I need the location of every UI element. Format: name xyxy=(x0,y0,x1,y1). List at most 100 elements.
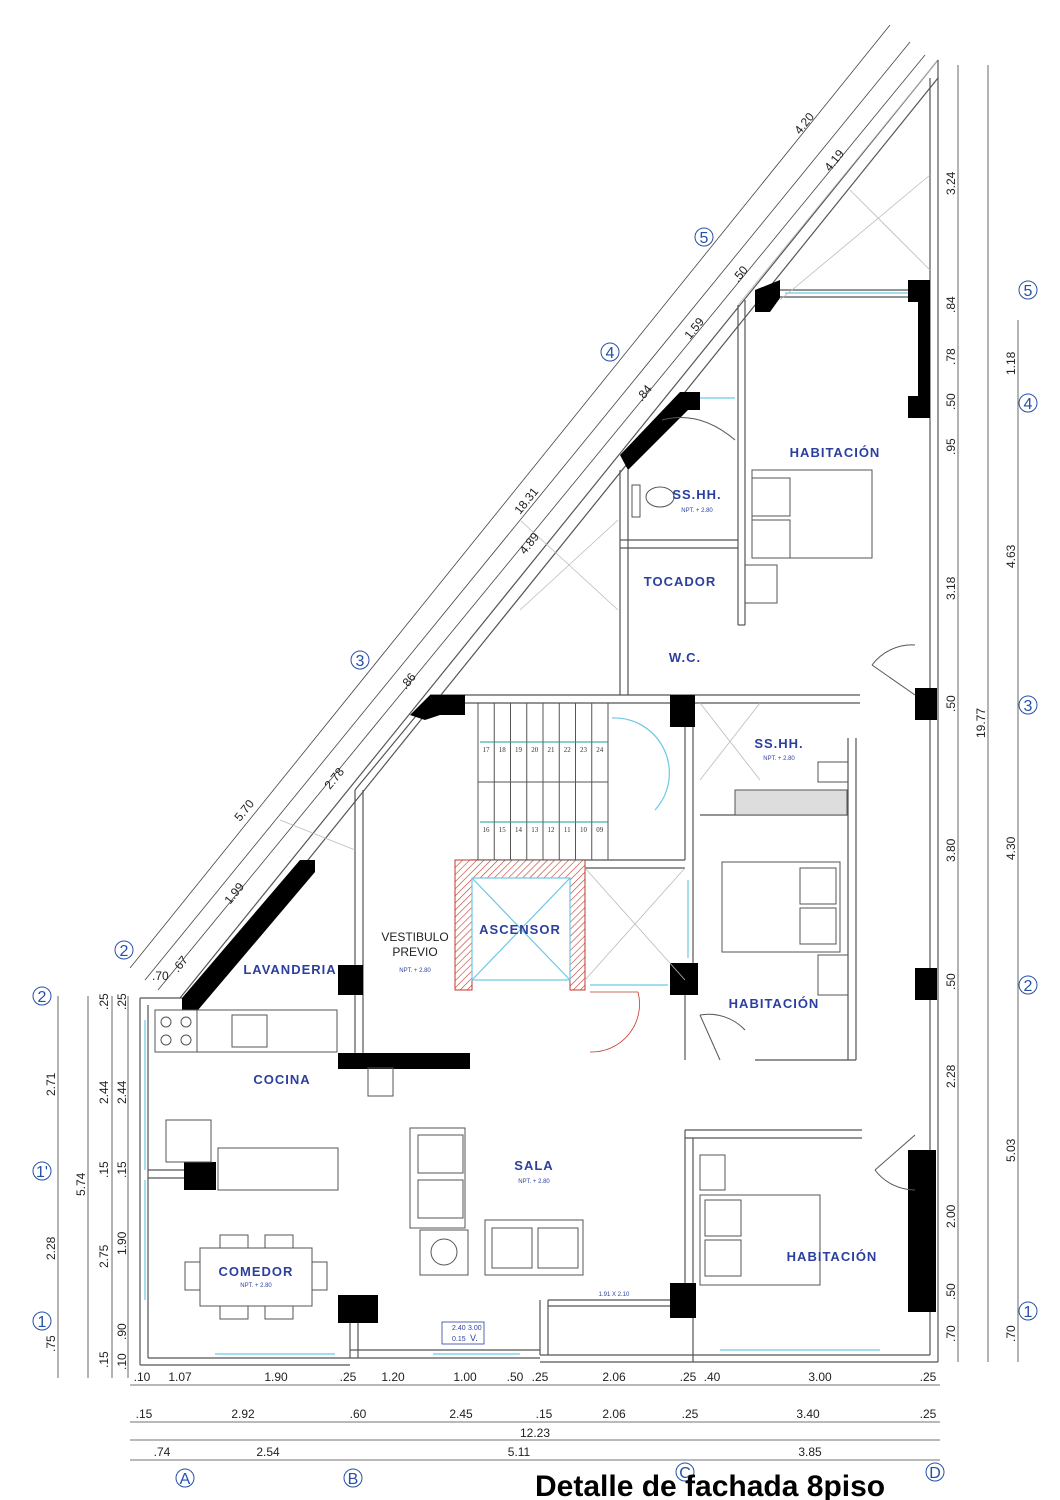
axis-diag-5: 5 xyxy=(700,230,709,247)
room-label-habitacion-top: HABITACIÓN xyxy=(790,445,881,460)
dim-right-050a: .50 xyxy=(944,393,958,410)
room-label-comedor: COMEDOR xyxy=(219,1264,294,1279)
dim-b3-total: 12.23 xyxy=(520,1426,550,1440)
bed-mid xyxy=(721,861,841,953)
dim-left-244b: 2.44 xyxy=(115,1080,129,1104)
dim-right-324: 3.24 xyxy=(944,171,958,195)
door-note: 1.91 X 2.10 xyxy=(599,1292,630,1298)
dim-diag-420: 4.20 xyxy=(791,110,817,137)
axis-right-5: 5 xyxy=(1024,283,1033,300)
dim-rr-463: 4.63 xyxy=(1004,544,1018,568)
dim-right-200: 2.00 xyxy=(944,1204,958,1228)
dim-left-190: 1.90 xyxy=(115,1231,129,1255)
diagonal-dimension-lines xyxy=(129,24,939,1005)
room-labels: HABITACIÓN SS.HH. NPT. + 2.80 TOCADOR W.… xyxy=(219,445,881,1345)
dim-left-275: 2.75 xyxy=(97,1244,111,1268)
axis-right-1: 1 xyxy=(1024,1304,1033,1321)
axis-markers: 5 4 3 2 2 1' 1 5 4 3 2 1 A B C D xyxy=(32,227,1038,1488)
stair-step-number: 24 xyxy=(596,746,604,754)
dim-left-244a: 2.44 xyxy=(97,1080,111,1104)
dimension-value: .15 xyxy=(136,1407,153,1421)
dim-rr-430: 4.30 xyxy=(1004,836,1018,860)
drawing-title: Detalle de fachada 8piso xyxy=(535,1470,885,1500)
dim-left-271: 2.71 xyxy=(44,1072,58,1096)
diagonal-dimension-labels: 4.20 4.19 .50 1.59 .84 18.31 4.89 .86 2.… xyxy=(152,110,847,983)
dimension-value: 1.90 xyxy=(264,1370,288,1384)
room-label-sshh-mid: SS.HH. xyxy=(754,736,803,751)
room-label-habitacion-bottom: HABITACIÓN xyxy=(787,1249,878,1264)
dim-left-574: 5.74 xyxy=(74,1172,88,1196)
npt-comedor: NPT. + 2.80 xyxy=(240,1283,272,1289)
axis-right-2: 2 xyxy=(1024,978,1033,995)
dimension-value: .40 xyxy=(704,1370,721,1384)
axis-bottom-b: B xyxy=(348,1471,359,1488)
sofa-bottom xyxy=(484,1219,584,1276)
dimension-value: 2.45 xyxy=(449,1407,473,1421)
dimension-value: 2.92 xyxy=(231,1407,255,1421)
dim-diag-278: 2.78 xyxy=(321,765,347,792)
dimension-value: 1.07 xyxy=(168,1370,192,1384)
stove xyxy=(154,1009,198,1053)
dim-right-380: 3.80 xyxy=(944,838,958,862)
npt-sala: NPT. + 2.80 xyxy=(518,1179,550,1185)
dimension-value: 2.54 xyxy=(256,1445,280,1459)
dim-total-1977: 19.77 xyxy=(974,708,988,738)
stair-step-number: 21 xyxy=(548,746,556,754)
stair-step-number: 10 xyxy=(580,826,588,834)
dim-right-095: .95 xyxy=(944,438,958,455)
stair-step-number: 15 xyxy=(499,826,507,834)
axis-left-2: 2 xyxy=(38,989,47,1006)
dimension-value: 1.20 xyxy=(381,1370,405,1384)
axis-diag-2: 2 xyxy=(120,943,129,960)
dim-right-050c: .50 xyxy=(944,973,958,990)
dim-left-228: 2.28 xyxy=(44,1236,58,1260)
dim-diag-070: .70 xyxy=(152,969,169,983)
room-label-ascensor: ASCENSOR xyxy=(479,922,561,937)
room-label-sshh-top: SS.HH. xyxy=(672,487,721,502)
left-dimension-chains: .25 .25 2.71 2.44 2.44 5.74 .15 .15 2.28… xyxy=(44,993,129,1378)
window-tag-box xyxy=(441,1321,485,1345)
stair-step-number: 18 xyxy=(499,746,507,754)
doors xyxy=(589,644,916,1191)
dimension-value: .25 xyxy=(682,1407,699,1421)
dimension-value: .25 xyxy=(920,1407,937,1421)
axis-diag-3: 3 xyxy=(356,653,365,670)
dim-right-318: 3.18 xyxy=(944,576,958,600)
kitchen-island xyxy=(217,1147,339,1191)
dimension-value: 3.85 xyxy=(798,1445,822,1459)
npt-sshh-top: NPT. + 2.80 xyxy=(681,508,713,514)
dimension-value: .50 xyxy=(507,1370,524,1384)
bed-bottom xyxy=(699,1194,821,1286)
dimension-value: .25 xyxy=(920,1370,937,1384)
dim-diag-570: 5.70 xyxy=(231,797,257,824)
npt-sshh-mid: NPT. + 2.80 xyxy=(763,756,795,762)
room-label-cocina: COCINA xyxy=(253,1072,310,1087)
axis-left-1p: 1' xyxy=(36,1164,48,1181)
dim-left-075: .75 xyxy=(44,1335,58,1352)
room-label-tocador: TOCADOR xyxy=(644,574,716,589)
window-tag-b: 3.00 xyxy=(468,1325,482,1332)
dimension-value: 3.00 xyxy=(808,1370,832,1384)
room-label-vestibulo-2: PREVIO xyxy=(392,945,437,959)
dim-left-090: .90 xyxy=(115,1323,129,1340)
dimension-value: 2.06 xyxy=(602,1370,626,1384)
stair-step-number: 14 xyxy=(515,826,523,834)
dimension-value: 1.00 xyxy=(453,1370,477,1384)
stair-step-number: 12 xyxy=(548,826,556,834)
room-label-habitacion-mid: HABITACIÓN xyxy=(729,996,820,1011)
axis-right-4: 4 xyxy=(1024,396,1033,413)
dim-left-015c: .15 xyxy=(97,1351,111,1368)
dimension-value: 3.40 xyxy=(796,1407,820,1421)
dimension-value: .15 xyxy=(536,1407,553,1421)
dim-diag-086: .86 xyxy=(397,670,419,692)
sofa-left xyxy=(409,1127,466,1229)
interior-walls xyxy=(148,289,910,1362)
dim-right-050d: .50 xyxy=(944,1283,958,1300)
stair-step-number: 13 xyxy=(531,826,539,834)
stair-step-number: 16 xyxy=(483,826,491,834)
dim-diag-199: 1.99 xyxy=(221,880,247,907)
